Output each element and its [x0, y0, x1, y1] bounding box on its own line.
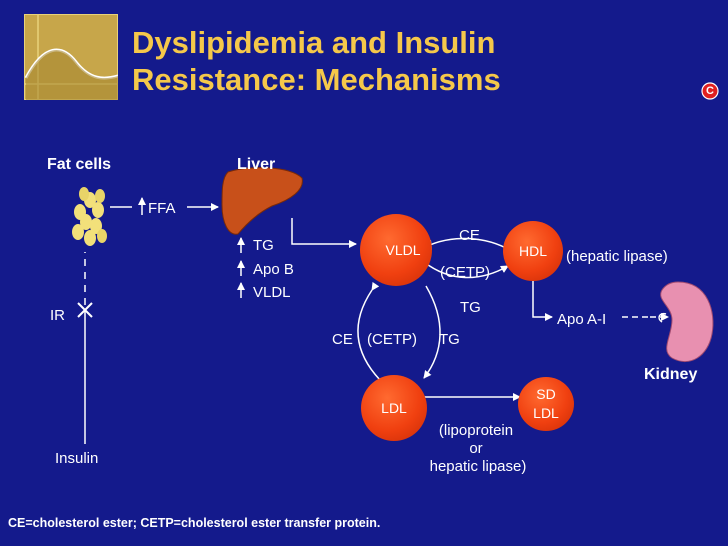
node-hdl: HDL	[503, 221, 563, 281]
label-cetp-left: (CETP)	[367, 331, 417, 348]
label-insulin: Insulin	[55, 450, 99, 467]
logo-icon	[24, 14, 118, 100]
liver-icon	[221, 167, 303, 235]
label-or: or	[469, 440, 483, 457]
label-hepatic-lipase-2: hepatic lipase)	[429, 458, 527, 475]
footnote: CE=cholesterol ester; CETP=cholesterol e…	[8, 516, 381, 530]
node-vldl: VLDL	[360, 214, 432, 286]
label-vldl: VLDL	[253, 284, 291, 301]
label-ffa: FFA	[148, 200, 176, 217]
label-tg-mid: TG	[460, 299, 481, 316]
node-ldl: LDL	[361, 375, 427, 441]
title-line-2: Resistance: Mechanisms	[132, 62, 501, 97]
node-ldl-label: LDL	[381, 400, 407, 416]
node-sd-label: SD	[536, 386, 556, 402]
label-tg: TG	[253, 237, 274, 254]
badge-letter: C	[706, 85, 714, 97]
node-sd-ldl-label: LDL	[533, 405, 559, 421]
label-ce-top: CE	[459, 227, 480, 244]
label-lipoprotein: (lipoprotein	[438, 422, 514, 439]
label-apo-b: Apo B	[253, 261, 294, 278]
node-sd-ldl: SD LDL	[518, 377, 574, 431]
label-tg-left: TG	[439, 331, 460, 348]
label-kidney: Kidney	[644, 366, 698, 383]
label-hepatic-lipase: (hepatic lipase)	[566, 248, 668, 265]
label-ir: IR	[50, 307, 65, 324]
label-fat-cells: Fat cells	[47, 156, 112, 173]
title-line-1: Dyslipidemia and Insulin	[132, 25, 496, 60]
node-vldl-label: VLDL	[385, 242, 421, 258]
label-liver: Liver	[237, 156, 276, 173]
fat-cells-icon	[72, 187, 107, 246]
kidney-icon	[660, 281, 714, 363]
page-title: Dyslipidemia and Insulin Resistance: Mec…	[132, 24, 501, 98]
label-cetp-top: (CETP)	[440, 264, 490, 281]
label-ce-left: CE	[332, 331, 353, 348]
label-apo-ai: Apo A-I	[557, 311, 607, 328]
node-hdl-label: HDL	[518, 243, 547, 259]
